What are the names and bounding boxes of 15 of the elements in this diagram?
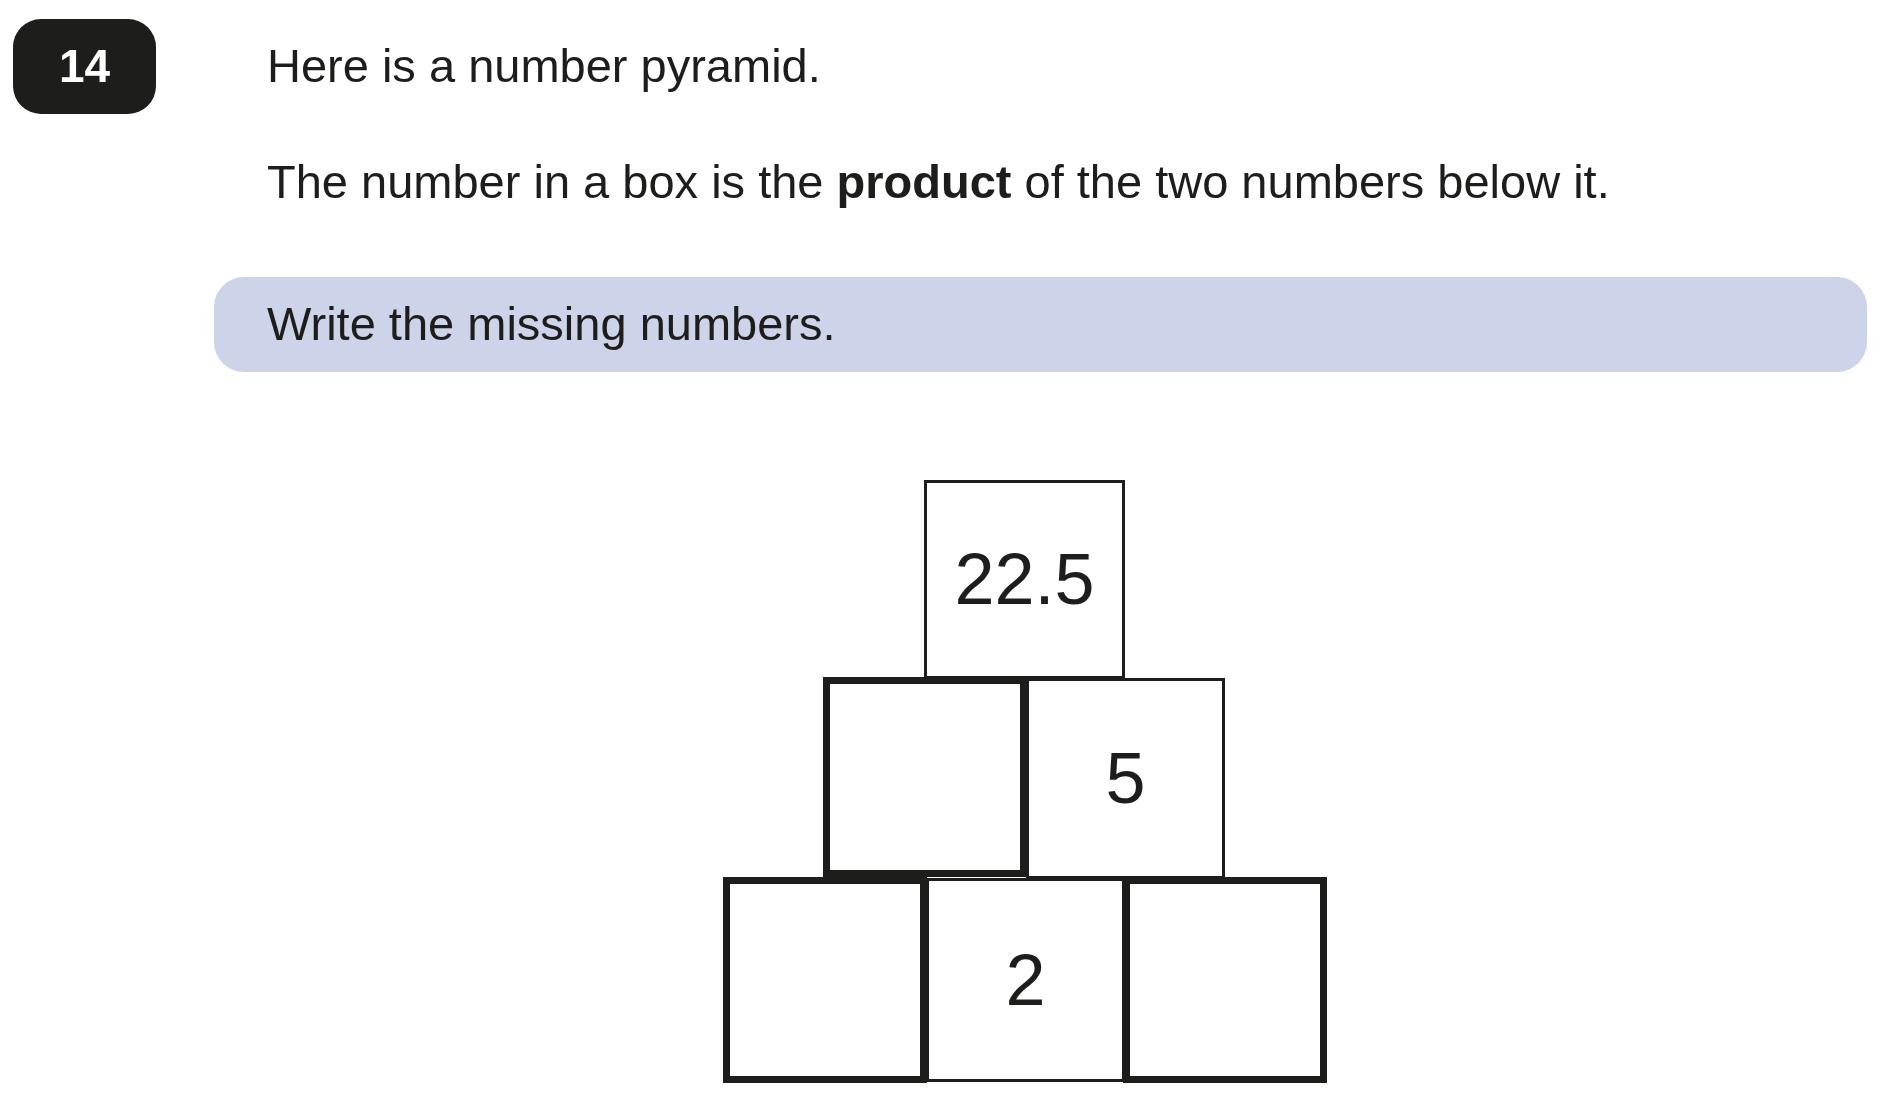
instruction-text: Here is a number pyramid. — [267, 39, 821, 94]
number-box — [924, 480, 1125, 679]
answer-box — [1123, 877, 1327, 1083]
question-number: 14 — [58, 40, 111, 93]
number-text: 5 — [1105, 737, 1146, 820]
instruction-text: Write the missing numbers. — [267, 297, 836, 352]
number-text: 22.5 — [954, 538, 1095, 621]
number-text: 2 — [1005, 938, 1046, 1022]
answer-box — [823, 677, 1027, 877]
question-number-badge — [13, 19, 156, 114]
instruction-banner — [214, 277, 1867, 372]
number-box — [926, 878, 1125, 1082]
instruction-text: The number in a box is the product of the two numbers below it. — [267, 155, 1610, 210]
answer-box — [723, 877, 927, 1083]
number-box — [1026, 678, 1225, 879]
